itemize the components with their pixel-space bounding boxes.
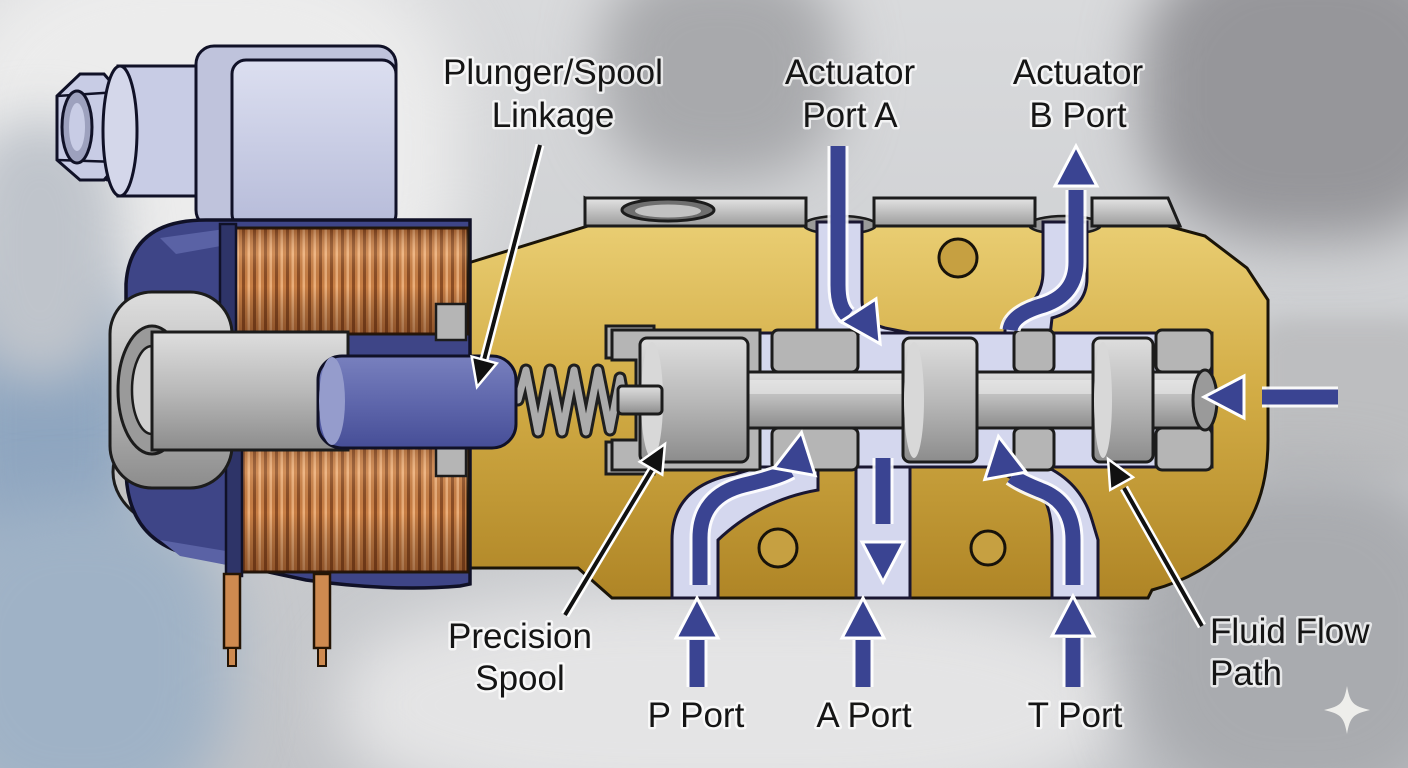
pin-right — [312, 572, 332, 650]
t-internal-flow-arrow — [982, 433, 1084, 585]
solenoid-assembly — [55, 44, 518, 667]
plunger-guide-top — [434, 302, 468, 342]
drill-hole-top — [937, 237, 979, 279]
right-inlet-arrow — [1200, 373, 1338, 421]
a-port-arrow — [839, 594, 887, 687]
bore-guide — [1154, 328, 1214, 374]
solenoid-coil-top — [232, 226, 470, 336]
pin-left-tip — [227, 647, 237, 667]
a-port-label: A Port — [816, 696, 912, 735]
actuator-a-flow-arrow — [827, 146, 882, 347]
precision-spool-label: Precision — [448, 617, 592, 656]
solenoid-pins — [222, 572, 332, 667]
background-blob-topright — [1140, 0, 1408, 240]
plunger-tube — [150, 330, 350, 452]
valve-body-group — [450, 195, 1270, 600]
precision-spool-lands — [638, 336, 1155, 464]
bore-guides — [770, 328, 1214, 472]
actuator-b-flow-arrow — [999, 142, 1100, 333]
p-internal-flow-arrow — [689, 429, 818, 585]
pin-left — [222, 572, 242, 650]
actuator-port-a-label: Actuator — [785, 53, 916, 92]
connector-body-front — [230, 58, 398, 230]
electrical-connector — [55, 44, 398, 230]
mounting-hole-inner — [635, 204, 701, 218]
drill-hole-bottom-left — [757, 527, 799, 569]
actuator-port-a-label2: Port A — [802, 96, 898, 135]
actuator-b-port-label: Actuator — [1013, 53, 1144, 92]
sparkle-icon — [1324, 686, 1370, 734]
flow-arrows — [673, 142, 1338, 687]
conduit-nut-bore-inner — [69, 103, 85, 151]
plunger-spool-linkage-rod — [316, 354, 518, 450]
top-plate-right — [1090, 196, 1183, 228]
fluid-flow-path-label2: Path — [1210, 654, 1282, 693]
plunger-linkage-leader — [470, 143, 545, 390]
labels: Plunger/Spool Linkage Actuator Port A Ac… — [441, 51, 1373, 738]
pin-right-tip — [317, 647, 327, 667]
bore-guide — [1012, 426, 1056, 472]
actuator-b-port-label2: B Port — [1029, 96, 1127, 135]
spool-land-3-face — [1094, 342, 1112, 458]
drill-hole-bottom-right — [969, 529, 1007, 567]
fluid-flow-path-label: Fluid Flow — [1210, 612, 1370, 651]
background-blob-bottomcenter — [340, 590, 1120, 768]
plunger-spool-linkage-label2: Linkage — [492, 96, 615, 135]
solenoid-coil-bottom — [238, 438, 470, 574]
precision-spool-label2: Spool — [475, 659, 565, 698]
return-spring — [511, 363, 664, 439]
top-plate-middle — [872, 196, 1037, 228]
t-port-label: T Port — [1028, 696, 1123, 735]
spool-land-2-face — [904, 342, 924, 458]
fluid-flow-path-leader — [1106, 456, 1206, 629]
p-port-label: P Port — [648, 696, 745, 735]
background-blob-topcenter — [600, 0, 840, 180]
precision-spool-leader — [561, 441, 667, 618]
armature-core — [108, 290, 468, 490]
p-port-arrow — [673, 594, 721, 687]
a-internal-flow-arrow — [859, 458, 907, 586]
connector-barrel-face — [101, 64, 139, 198]
bore-guide — [1012, 328, 1056, 374]
spring-push-rod — [616, 384, 664, 416]
plunger-spool-linkage-label: Plunger/Spool — [443, 53, 663, 92]
bore-guide — [1154, 426, 1214, 472]
leader-arrows — [470, 143, 1206, 629]
t-port-arrow — [1049, 592, 1097, 687]
bore-guide — [770, 328, 860, 374]
